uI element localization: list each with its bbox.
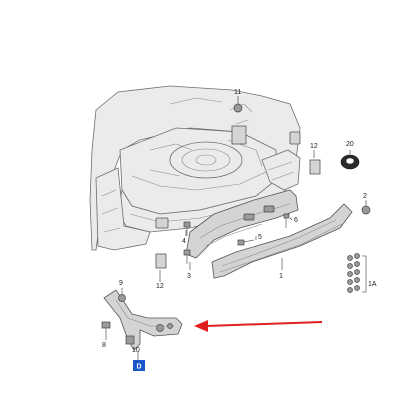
- label-part-9: 9: [119, 280, 123, 287]
- tape-roll-20: [340, 154, 360, 170]
- bumper-beam: [211, 203, 353, 279]
- clip-12-upper: [309, 159, 321, 175]
- reference-badge: D: [133, 360, 145, 371]
- label-part-10: 10: [132, 347, 140, 354]
- leader-lines: [105, 150, 367, 360]
- center-bracket: [231, 96, 247, 145]
- label-part-1a: 1A: [368, 281, 377, 288]
- label-part-3: 3: [187, 273, 191, 280]
- pointer-arrow: [194, 320, 323, 332]
- label-part-4: 4: [182, 238, 186, 245]
- clip-set-1a: [347, 253, 367, 293]
- vehicle-rear-body: [89, 85, 301, 251]
- label-part-12-lower: 12: [156, 283, 164, 290]
- label-part-6: 6: [294, 217, 298, 224]
- energy-absorber: [185, 189, 299, 259]
- badge-text: D: [136, 364, 141, 371]
- label-part-12-upper: 12: [310, 143, 318, 150]
- label-part-2: 2: [363, 193, 367, 200]
- bolt-5: [237, 239, 255, 246]
- clip-12-lower: [155, 253, 167, 269]
- label-part-1: 1: [279, 273, 283, 280]
- bolt-8: [101, 321, 111, 336]
- lower-bracket: [103, 289, 183, 351]
- nut-2: [361, 205, 371, 215]
- bolt-6: [283, 213, 290, 228]
- label-part-11: 11: [234, 89, 241, 96]
- bolt-9: [118, 294, 126, 302]
- label-part-5: 5: [258, 234, 262, 241]
- label-part-20: 20: [346, 141, 354, 148]
- bolt-4: [183, 221, 191, 264]
- label-part-8: 8: [102, 342, 106, 349]
